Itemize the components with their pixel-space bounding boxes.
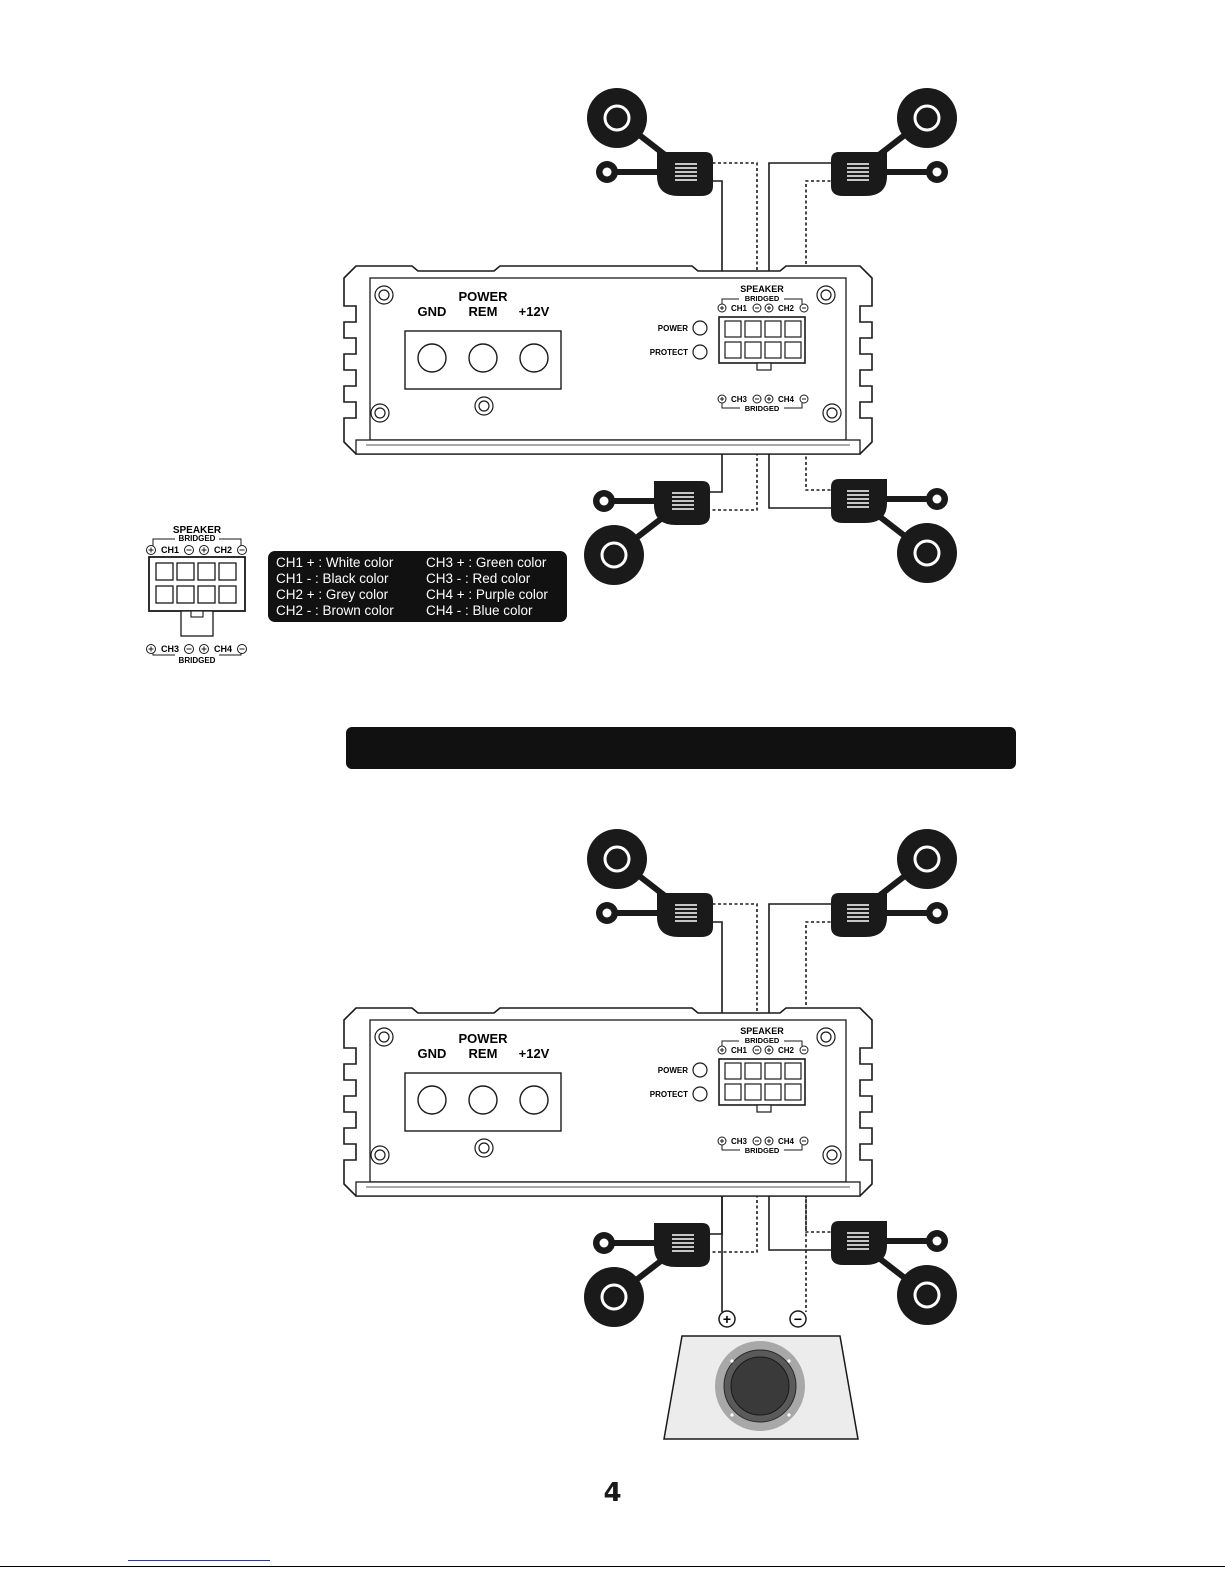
legend-ch4-minus: CH4 - : Blue color [426,603,533,618]
detail-speaker-label: SPEAKER [173,525,222,536]
top-diagram: POWER GND REM +12V POWER PROTECT SPEAKER… [343,88,957,585]
ch4-label: CH4 [778,395,795,404]
tweeter-crossover-rear-right-2 [831,1221,957,1325]
amplifier-bottom: POWER GND REM +12V POWER PROTECT SPEAKER… [343,1007,873,1197]
detail-ch4-label: CH4 [214,644,232,654]
legend-ch2-minus: CH2 - : Brown color [276,603,394,618]
detail-ch3-label: CH3 [161,644,179,654]
tweeter-crossover-rear-right [831,479,957,583]
page-number: 4 [603,1478,622,1508]
speaker-label: SPEAKER [740,284,784,294]
bridged-bottom-label-2: BRIDGED [745,1146,780,1155]
tweeter-crossover-rear-left [584,481,710,585]
speaker-label-2: SPEAKER [740,1026,784,1036]
bridged-top-label-2: BRIDGED [745,1036,780,1045]
tweeter-crossover-front-left-2 [587,829,713,937]
ch2-label: CH2 [778,304,795,313]
negative-symbol: − [794,1311,802,1327]
legend-ch1-minus: CH1 - : Black color [276,571,389,586]
connector-detail: SPEAKER BRIDGED CH1 CH2 CH3 CH4 BRIDGED [146,525,247,665]
section-banner [346,727,1016,769]
bridged-top-label: BRIDGED [745,294,780,303]
amplifier-top: POWER GND REM +12V POWER PROTECT SPEAKER… [343,265,873,455]
subwoofer-negative-terminal: − [789,1310,807,1328]
legend-ch4-plus: CH4 + : Purple color [426,587,548,602]
subwoofer-enclosure [663,1335,859,1440]
tweeter-crossover-rear-left-2 [584,1223,710,1327]
rem-label-2: REM [469,1046,498,1061]
wire-color-legend: CH1 + : White color CH1 - : Black color … [268,551,567,622]
rem-label: REM [469,304,498,319]
v12-label-2: +12V [519,1046,550,1061]
power-led-label-2: POWER [658,1066,688,1075]
detail-bridged-top-label: BRIDGED [179,534,216,543]
bridged-bottom-label: BRIDGED [745,404,780,413]
positive-symbol: + [723,1311,731,1327]
v12-label: +12V [519,304,550,319]
power-label-2: POWER [458,1031,508,1046]
legend-ch3-plus: CH3 + : Green color [426,555,547,570]
legend-ch3-minus: CH3 - : Red color [426,571,531,586]
gnd-label-2: GND [418,1046,447,1061]
detail-bridged-bottom-label: BRIDGED [179,656,216,665]
connector-housing [148,556,246,612]
footer-rule [0,1566,1225,1567]
detail-ch2-label: CH2 [214,545,232,555]
protect-led-label-2: PROTECT [650,1090,688,1099]
ch1-label-2: CH1 [731,1046,748,1055]
ch4-label-2: CH4 [778,1137,795,1146]
bottom-diagram: POWER GND REM +12V POWER PROTECT SPEAKER… [343,829,957,1440]
power-led-label: POWER [658,324,688,333]
legend-ch2-plus: CH2 + : Grey color [276,587,389,602]
tweeter-crossover-front-right-2 [831,829,957,937]
ch3-label: CH3 [731,395,748,404]
ch3-label-2: CH3 [731,1137,748,1146]
power-label: POWER [458,289,508,304]
tweeter-crossover-front-left [587,88,713,196]
protect-led-label: PROTECT [650,348,688,357]
subwoofer-positive-terminal: + [718,1310,736,1328]
tweeter-crossover-front-right [831,88,957,196]
ch2-label-2: CH2 [778,1046,795,1055]
legend-ch1-plus: CH1 + : White color [276,555,394,570]
gnd-label: GND [418,304,447,319]
ch1-label: CH1 [731,304,748,313]
subwoofer-cone [730,1356,790,1416]
detail-ch1-label: CH1 [161,545,179,555]
footer-link-underline[interactable] [128,1560,270,1561]
